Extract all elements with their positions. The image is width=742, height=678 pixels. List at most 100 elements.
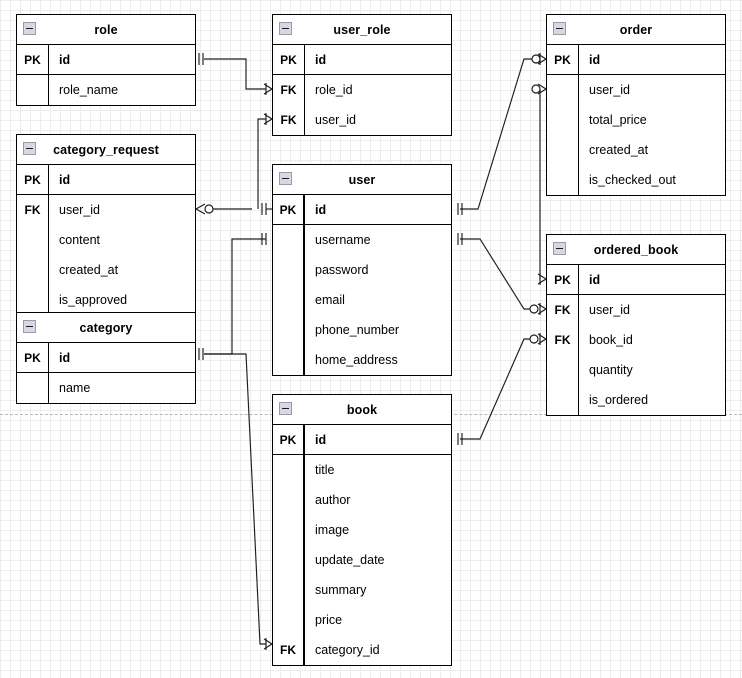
attribute-row[interactable]: PK id [17, 45, 195, 75]
attribute-row[interactable]: phone_number [273, 315, 451, 345]
attribute-key-label: PK [17, 343, 49, 372]
attribute-key-label: PK [547, 45, 579, 74]
attribute-row[interactable]: role_name [17, 75, 195, 105]
attribute-row[interactable]: update_date [273, 545, 451, 575]
attribute-name-label: quantity [589, 363, 633, 377]
entity-title-row-category[interactable]: category [17, 313, 195, 343]
attribute-row[interactable]: name [17, 373, 195, 403]
attribute-row[interactable]: price [273, 605, 451, 635]
attribute-name-label: id [315, 202, 327, 217]
attribute-key-label [17, 255, 49, 285]
collapse-minus-icon[interactable] [23, 22, 36, 35]
attribute-name-label: image [315, 523, 350, 537]
attribute-row[interactable]: password [273, 255, 451, 285]
attribute-key-label [547, 75, 579, 105]
entity-title-row-user_role[interactable]: user_role [273, 15, 451, 45]
attribute-key-label [17, 225, 49, 255]
attribute-name-label: user_id [589, 83, 630, 97]
entity-title-row-user[interactable]: user [273, 165, 451, 195]
attribute-name-label: id [59, 52, 71, 67]
attribute-name-label: home_address [315, 353, 398, 367]
attribute-row[interactable]: email [273, 285, 451, 315]
attribute-row[interactable]: is_checked_out [547, 165, 725, 195]
attribute-row[interactable]: summary [273, 575, 451, 605]
collapse-minus-icon[interactable] [23, 320, 36, 333]
attribute-row[interactable]: quantity [547, 355, 725, 385]
attribute-name-label: title [315, 463, 335, 477]
entity-title-row-order[interactable]: order [547, 15, 725, 45]
connector-user-order [457, 53, 547, 215]
attribute-name-label: author [315, 493, 351, 507]
collapse-minus-icon[interactable] [279, 402, 292, 415]
collapse-minus-icon[interactable] [23, 142, 36, 155]
attribute-name-label: category_id [315, 643, 380, 657]
attribute-row[interactable]: title [273, 455, 451, 485]
collapse-minus-icon[interactable] [279, 22, 292, 35]
entity-name-label: book [346, 402, 378, 417]
attribute-key-label [273, 285, 305, 315]
collapse-minus-icon[interactable] [553, 22, 566, 35]
attribute-key-label: FK [273, 105, 305, 135]
entity-title-row-category_request[interactable]: category_request [17, 135, 195, 165]
attribute-name-label: id [59, 172, 71, 187]
attribute-row[interactable]: home_address [273, 345, 451, 375]
attribute-name-label: is_checked_out [589, 173, 676, 187]
entity-title-row-role[interactable]: role [17, 15, 195, 45]
connector-category-book [204, 353, 273, 650]
connector-category_request-user [195, 203, 252, 215]
attribute-name-label: book_id [589, 333, 633, 347]
attribute-row[interactable]: is_ordered [547, 385, 725, 415]
attribute-row[interactable]: username [273, 225, 451, 255]
collapse-minus-icon[interactable] [553, 242, 566, 255]
attribute-key-label [273, 255, 305, 285]
attribute-name-label: price [315, 613, 343, 627]
attribute-row[interactable]: total_price [547, 105, 725, 135]
attribute-key-label [273, 225, 305, 255]
attribute-row[interactable]: created_at [547, 135, 725, 165]
attribute-key-label: FK [17, 195, 49, 225]
attribute-key-label [273, 545, 305, 575]
attribute-key-label [273, 345, 305, 375]
entity-title-row-book[interactable]: book [273, 395, 451, 425]
attribute-row[interactable]: FK category_id [273, 635, 451, 665]
attribute-row[interactable]: created_at [17, 255, 195, 285]
entity-name-label: category [79, 320, 133, 335]
attribute-row[interactable]: image [273, 515, 451, 545]
attribute-name-label: created_at [589, 143, 649, 157]
attribute-row[interactable]: author [273, 485, 451, 515]
attribute-key-label [547, 385, 579, 415]
attribute-row[interactable]: is_approved [17, 285, 195, 315]
attribute-name-label: update_date [315, 553, 385, 567]
attribute-key-label: PK [17, 45, 49, 74]
attribute-row[interactable]: content [17, 225, 195, 255]
attribute-row[interactable]: user_id [547, 75, 725, 105]
attribute-name-label: name [59, 381, 91, 395]
attribute-name-label: total_price [589, 113, 647, 127]
connector-book-ordered_book [457, 333, 547, 445]
collapse-minus-icon[interactable] [279, 172, 292, 185]
attribute-name-label: summary [315, 583, 367, 597]
attribute-key-label: FK [273, 635, 305, 665]
entity-title-row-ordered_book[interactable]: ordered_book [547, 235, 725, 265]
